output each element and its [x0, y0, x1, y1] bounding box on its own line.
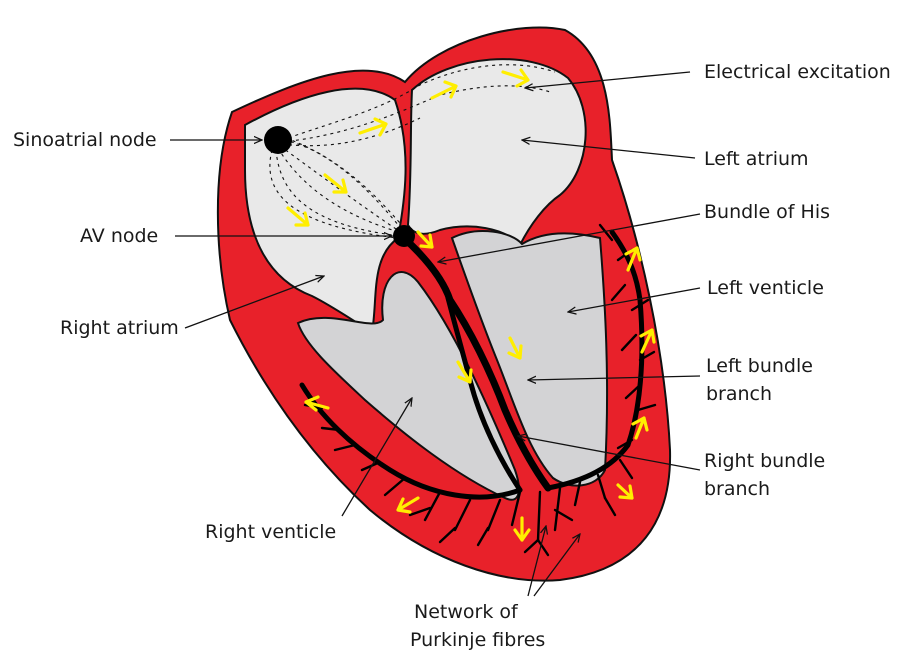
label-right-atrium: Right atrium [60, 317, 179, 339]
label-electrical-excitation: Electrical excitation [704, 61, 891, 83]
label-left-venticle: Left venticle [707, 277, 824, 299]
av-node [393, 225, 415, 247]
label-sinoatrial-node: Sinoatrial node [13, 129, 157, 151]
sinoatrial-node [264, 126, 292, 154]
label-purkinje-line2: Purkinje fibres [410, 629, 545, 651]
label-left-bundle-branch-line2: branch [706, 383, 772, 405]
label-left-atrium: Left atrium [704, 148, 809, 170]
label-right-bundle-branch-line2: branch [704, 478, 770, 500]
label-purkinje-line1: Network of [414, 601, 519, 623]
label-left-bundle-branch-line1: Left bundle [706, 355, 813, 377]
label-right-bundle-branch-line1: Right bundle [704, 450, 825, 472]
label-right-venticle: Right venticle [205, 521, 336, 543]
label-av-node: AV node [80, 225, 158, 247]
label-bundle-of-his: Bundle of His [704, 201, 830, 223]
